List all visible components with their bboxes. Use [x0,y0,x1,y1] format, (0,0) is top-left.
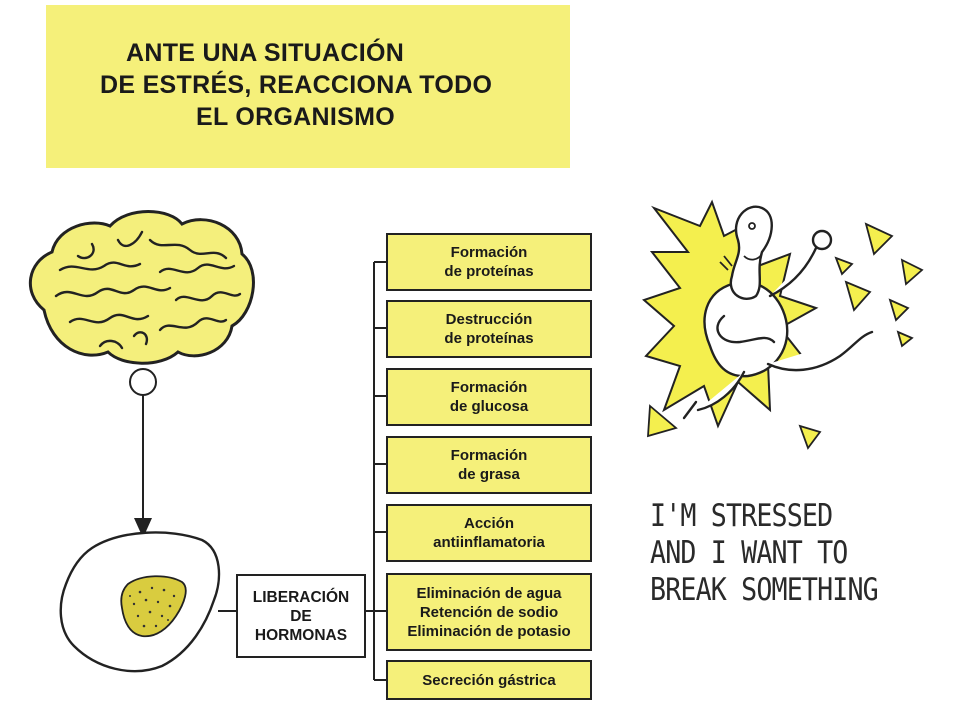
effect-line: Formación [450,379,528,396]
stressed-figure-icon [642,199,924,450]
pituitary-gland-icon [129,368,157,396]
effect-line: de proteínas [444,263,534,280]
title-line-1: ANTE UNA SITUACIÓN [126,39,405,67]
effect-line: Formación [450,447,528,464]
effect-box-anti-inflammatory: Acción antiinflamatoria [386,504,592,562]
effect-line: Formación [450,244,528,261]
effect-box-fat-formation: Formación de grasa [386,436,592,494]
effect-line: Eliminación de agua [416,584,562,602]
effect-line: Destrucción [445,311,533,328]
hormone-line-1: LIBERACIÓN [252,588,350,606]
caption-line-3: BREAK SOMETHING [650,572,879,608]
hormone-line-3: HORMONAS [254,626,348,644]
title-banner: ANTE UNA SITUACIÓN DE ESTRÉS, REACCIONA … [46,5,570,168]
hormone-line-2: DE [290,607,312,625]
effect-line: Secreción gástrica [422,671,556,689]
adrenal-gland-icon [59,531,221,673]
effect-box-gastric-secretion: Secreción gástrica [386,660,592,700]
effect-line: de proteínas [444,330,534,347]
title-line-2: DE ESTRÉS, REACCIONA TODO [100,71,493,99]
title-line-3: EL ORGANISMO [196,103,395,131]
effect-line: de grasa [458,466,520,483]
hormone-release-box: LIBERACIÓN DE HORMONAS [236,574,366,658]
effect-box-electrolytes: Eliminación de agua Retención de sodio E… [386,573,592,651]
effect-line: Retención de sodio [419,603,559,621]
effect-box-glucose-formation: Formación de glucosa [386,368,592,426]
brain-icon [28,210,255,365]
effect-line: Acción [463,515,514,532]
effect-box-protein-formation: Formación de proteínas [386,233,592,291]
caption-line-1: I'M STRESSED [650,498,833,534]
bracket-ticks [374,261,386,681]
effect-box-protein-destruction: Destrucción de proteínas [386,300,592,358]
effect-line: de glucosa [449,398,529,415]
caption-line-2: AND I WANT TO [650,535,848,571]
effect-line: Eliminación de potasio [407,622,571,640]
arrow-head [134,518,152,538]
cartoon-caption: I'M STRESSED AND I WANT TO BREAK SOMETHI… [650,498,908,609]
effect-line: antiinflamatoria [433,534,545,551]
